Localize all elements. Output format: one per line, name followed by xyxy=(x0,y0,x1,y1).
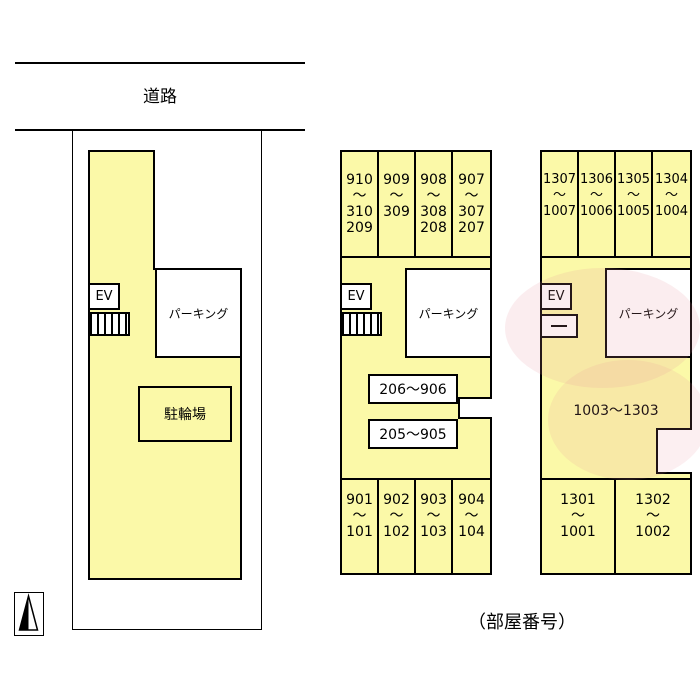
room-range-cell: 1301 〜 1001 xyxy=(542,478,616,573)
site-boundary xyxy=(72,130,262,630)
stairs-icon xyxy=(88,312,130,336)
parking-area: パーキング xyxy=(155,268,242,358)
room-range-cell: 904 〜 104 xyxy=(453,478,490,573)
room-range-cell: 1304 〜 1004 xyxy=(653,152,690,258)
road-line-top xyxy=(15,62,305,64)
building-notch xyxy=(458,397,492,419)
bicycle-parking-label: 駐輪場 xyxy=(164,407,206,423)
caption-room-numbers: （部屋番号） xyxy=(468,612,576,633)
dash-icon xyxy=(551,325,567,327)
elevator-box: EV xyxy=(540,283,572,310)
room-range-cell: 1305 〜 1005 xyxy=(616,152,653,258)
stairs-icon xyxy=(340,312,382,336)
compass-box xyxy=(14,592,44,636)
north-arrow-icon xyxy=(18,593,39,631)
elevator-label: EV xyxy=(347,289,365,304)
elevator-box: EV xyxy=(340,283,372,310)
elevator-box: EV xyxy=(88,283,120,310)
elevator-label: EV xyxy=(547,289,565,304)
room-range-cell: 1307 〜 1007 xyxy=(542,152,579,258)
parking-label: パーキング xyxy=(168,306,229,321)
room-range-cell: 910 〜 310 209 xyxy=(342,152,379,258)
elevator-label: EV xyxy=(95,289,113,304)
room-range-cell: 907 〜 307 207 xyxy=(453,152,490,258)
floor-range-box: 206〜906 xyxy=(368,374,458,404)
room-range-cell: 908 〜 308 208 xyxy=(416,152,453,258)
building-notch xyxy=(656,428,692,474)
site-building-upper-right-edge xyxy=(153,150,155,270)
room-range-cell: 1302 〜 1002 xyxy=(616,478,690,573)
road-line-bottom xyxy=(15,129,305,131)
room-range-cell: 1306 〜 1006 xyxy=(579,152,616,258)
room-range-cell: 903 〜 103 xyxy=(416,478,453,573)
room-range-cell: 909 〜 309 xyxy=(379,152,416,258)
building-right: 1307 〜 1007 1306 〜 1006 1305 〜 1005 1304… xyxy=(540,150,692,575)
road-label: 道路 xyxy=(143,87,177,107)
room-range-cell: 901 〜 101 xyxy=(342,478,379,573)
parking-area: パーキング xyxy=(405,268,492,358)
bicycle-parking-box: 駐輪場 xyxy=(138,386,232,442)
building-mid: 910 〜 310 209 909 〜 309 908 〜 308 208 90… xyxy=(340,150,492,575)
parking-area: パーキング xyxy=(605,268,692,358)
parking-label: パーキング xyxy=(418,306,479,321)
floor-range-label: 1003〜1303 xyxy=(573,403,659,419)
dash-box xyxy=(540,314,578,338)
parking-label: パーキング xyxy=(618,306,679,321)
room-range-cell: 902 〜 102 xyxy=(379,478,416,573)
floor-range-box: 205〜905 xyxy=(368,419,458,449)
